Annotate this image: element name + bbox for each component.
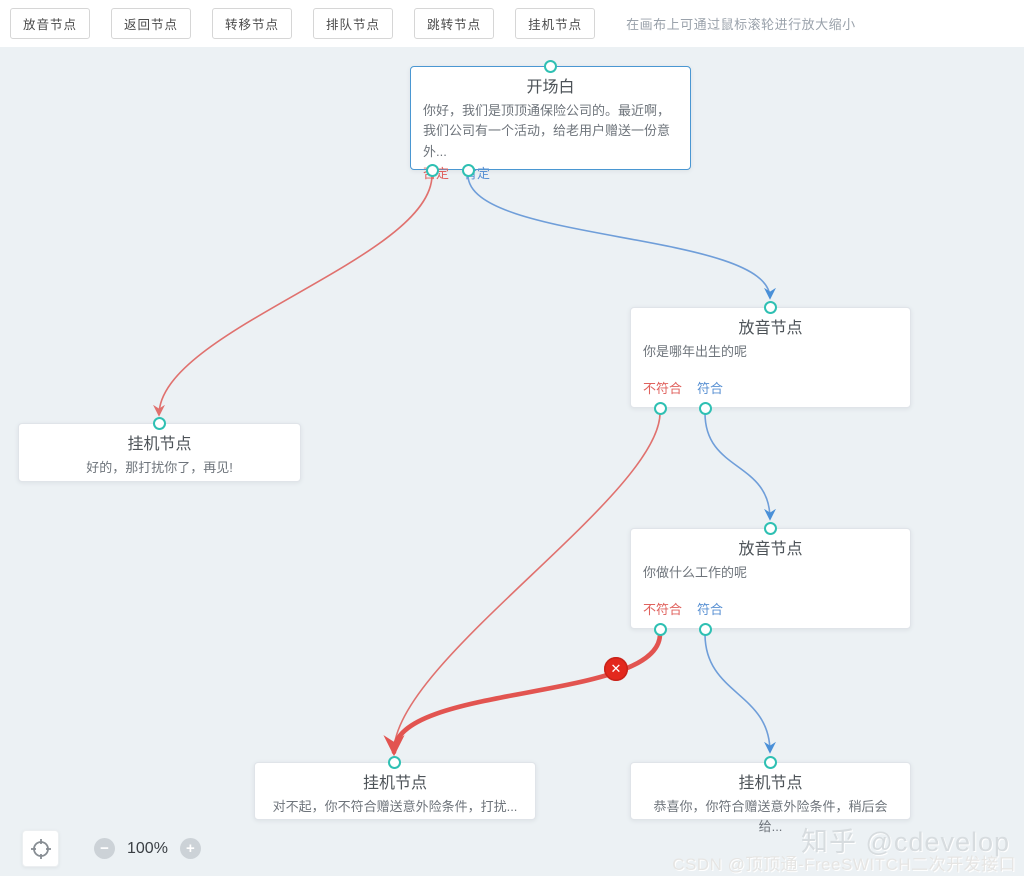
edge-play2-nomatch-selected[interactable] [383,631,663,757]
canvas-zoom-hint: 在画布上可通过鼠标滚轮进行放大缩小 [626,17,856,32]
zoom-out-button[interactable]: − [94,838,115,859]
edge-play1-nomatch[interactable] [388,412,661,753]
watermark-zhihu: 知乎 @cdevelop [801,827,1010,857]
port-play2-nomatch[interactable] [654,623,667,636]
node-body: 你是哪年出生的呢 [643,343,748,359]
port-hangup-right-top[interactable] [764,756,777,769]
toolbar-button-queue-node[interactable]: 排队节点 [313,8,394,39]
toolbar: 放音节点 返回节点 转移节点 排队节点 跳转节点 挂机节点 在画布上可通过鼠标滚… [0,0,1024,47]
node-title: 放音节点 [738,541,803,558]
toolbar-button-hangup-node[interactable]: 挂机节点 [515,8,596,39]
node-body: 好的，那打扰你了，再见! [86,459,233,475]
node-title: 挂机节点 [127,436,192,453]
edges-layer [153,174,776,757]
node-body: 你做什么工作的呢 [643,564,748,580]
port-play2-top[interactable] [764,522,777,535]
node-opening[interactable]: 开场白 你好，我们是顶顶通保险公司的。最近啊，我们公司有一个活动，给老用户赠送一… [410,66,691,181]
node-hangup-left[interactable]: 挂机节点 好的，那打扰你了，再见! [18,423,301,482]
port-play1-top[interactable] [764,301,777,314]
flow-canvas[interactable]: ✕ 开场白 你好，我们是顶顶通保险公司的。最近啊，我们公司有一个活动，给老用户赠… [0,47,1024,876]
toolbar-button-play-node[interactable]: 放音节点 [10,8,91,39]
watermark-csdn: CSDN @顶顶通-FreeSWITCH二次开发接口 [672,855,1016,874]
node-body: 对不起，你不符合赠送意外险条件，打扰... [272,798,518,814]
node-body: 你好，我们是顶顶通保险公司的。最近啊，我们公司有一个活动，给老用户赠送一份意外.… [423,102,671,160]
port-play2-match[interactable] [699,623,712,636]
edge-play1-match[interactable] [704,412,776,521]
node-title: 放音节点 [738,320,803,337]
crosshair-icon [30,838,51,859]
port-hangup-left-top[interactable] [153,417,166,430]
node-body: 恭喜你，你符合赠送意外险条件，稍后会给... [653,798,888,835]
node-hangup-right[interactable]: 挂机节点 恭喜你，你符合赠送意外险条件，稍后会给... [630,762,911,834]
zoom-level: 100% [127,839,168,857]
toolbar-button-return-node[interactable]: 返回节点 [111,8,192,39]
locate-button[interactable] [22,830,59,867]
output-label-match[interactable]: 符合 [697,602,724,617]
output-label-nomatch[interactable]: 不符合 [643,602,683,617]
node-play2[interactable]: 放音节点 你做什么工作的呢 不符合 符合 [630,528,911,629]
port-hangup-center-top[interactable] [388,756,401,769]
node-title: 开场白 [526,79,575,96]
toolbar-button-transfer-node[interactable]: 转移节点 [212,8,293,39]
port-opening-no[interactable] [426,164,439,177]
port-play1-nomatch[interactable] [654,402,667,415]
edge-delete-icon[interactable]: ✕ [604,657,628,681]
edge-opening-no[interactable] [153,174,433,417]
edge-opening-yes[interactable] [467,174,776,300]
zoom-in-button[interactable]: + [179,838,201,859]
node-title: 挂机节点 [362,775,427,792]
output-label-match[interactable]: 符合 [697,381,724,396]
node-hangup-center[interactable]: 挂机节点 对不起，你不符合赠送意外险条件，打扰... [254,762,536,820]
port-play1-match[interactable] [699,402,712,415]
edge-play2-match[interactable] [704,633,776,754]
node-title: 挂机节点 [738,775,803,792]
port-opening-top[interactable] [544,60,557,73]
output-label-nomatch[interactable]: 不符合 [643,381,683,396]
zoom-controls: − 100% + [22,830,201,867]
node-play1[interactable]: 放音节点 你是哪年出生的呢 不符合 符合 [630,307,911,408]
toolbar-button-jump-node[interactable]: 跳转节点 [414,8,495,39]
port-opening-yes[interactable] [462,164,475,177]
